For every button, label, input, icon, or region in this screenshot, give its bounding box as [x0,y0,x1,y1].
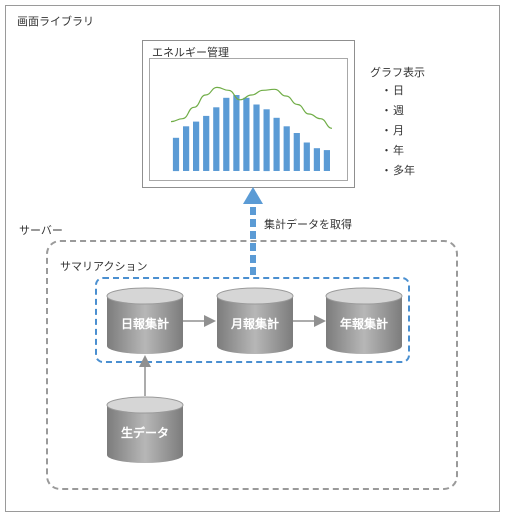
yearly-summary-node: 年報集計 [325,287,403,355]
graph-display-list: 日 週 月 年 多年 [381,82,415,182]
graph-display-item-month[interactable]: 月 [381,122,415,142]
screen-name: エネルギー管理 [152,46,229,59]
chart-bar [183,126,190,171]
chart-bar [253,104,260,171]
yearly-summary-label: 年報集計 [339,317,388,331]
fetch-arrow [243,187,263,279]
graph-display-item-multi-year[interactable]: 多年 [381,162,415,182]
chart-bar [193,121,200,171]
chart-bar [273,117,280,171]
screen-library-title: 画面ライブラリ [17,15,94,28]
monthly-summary-node: 月報集計 [216,287,294,355]
chart-bar [213,107,220,171]
daily-summary-label: 日報集計 [120,317,169,331]
server-frame [46,240,458,490]
monthly-summary-label: 月報集計 [230,317,279,331]
summary-action-frame [95,277,410,363]
screen-library-region [5,5,500,512]
database-icon [106,396,184,463]
chart-bar [303,142,310,171]
chart-bar [293,133,300,171]
chart-bar [263,109,270,172]
chart-bar [233,95,240,171]
database-icon [216,287,294,354]
fetch-label: 集計データを取得 [264,218,352,231]
chart-bar [323,150,330,171]
graph-display-item-day[interactable]: 日 [381,82,415,102]
chart-bar [313,148,320,171]
chart-bar [223,97,230,171]
graph-display-title: グラフ表示 [370,66,425,79]
server-title: サーバー [19,224,63,237]
database-icon [106,287,184,354]
chart-bar [243,97,250,171]
chart-bar [283,126,290,171]
database-icon [325,287,403,354]
raw-data-node: 生データ [106,396,184,464]
summary-action-title: サマリアクション [60,260,148,273]
graph-display-item-year[interactable]: 年 [381,142,415,162]
raw-data-label: 生データ [120,426,169,440]
energy-chart [170,86,333,172]
chart-bar [172,137,180,172]
chart-line-series [170,86,333,129]
graph-display-item-week[interactable]: 週 [381,102,415,122]
fetch-arrow-head [243,187,263,204]
chart-bar [203,115,210,171]
daily-summary-node: 日報集計 [106,287,184,355]
